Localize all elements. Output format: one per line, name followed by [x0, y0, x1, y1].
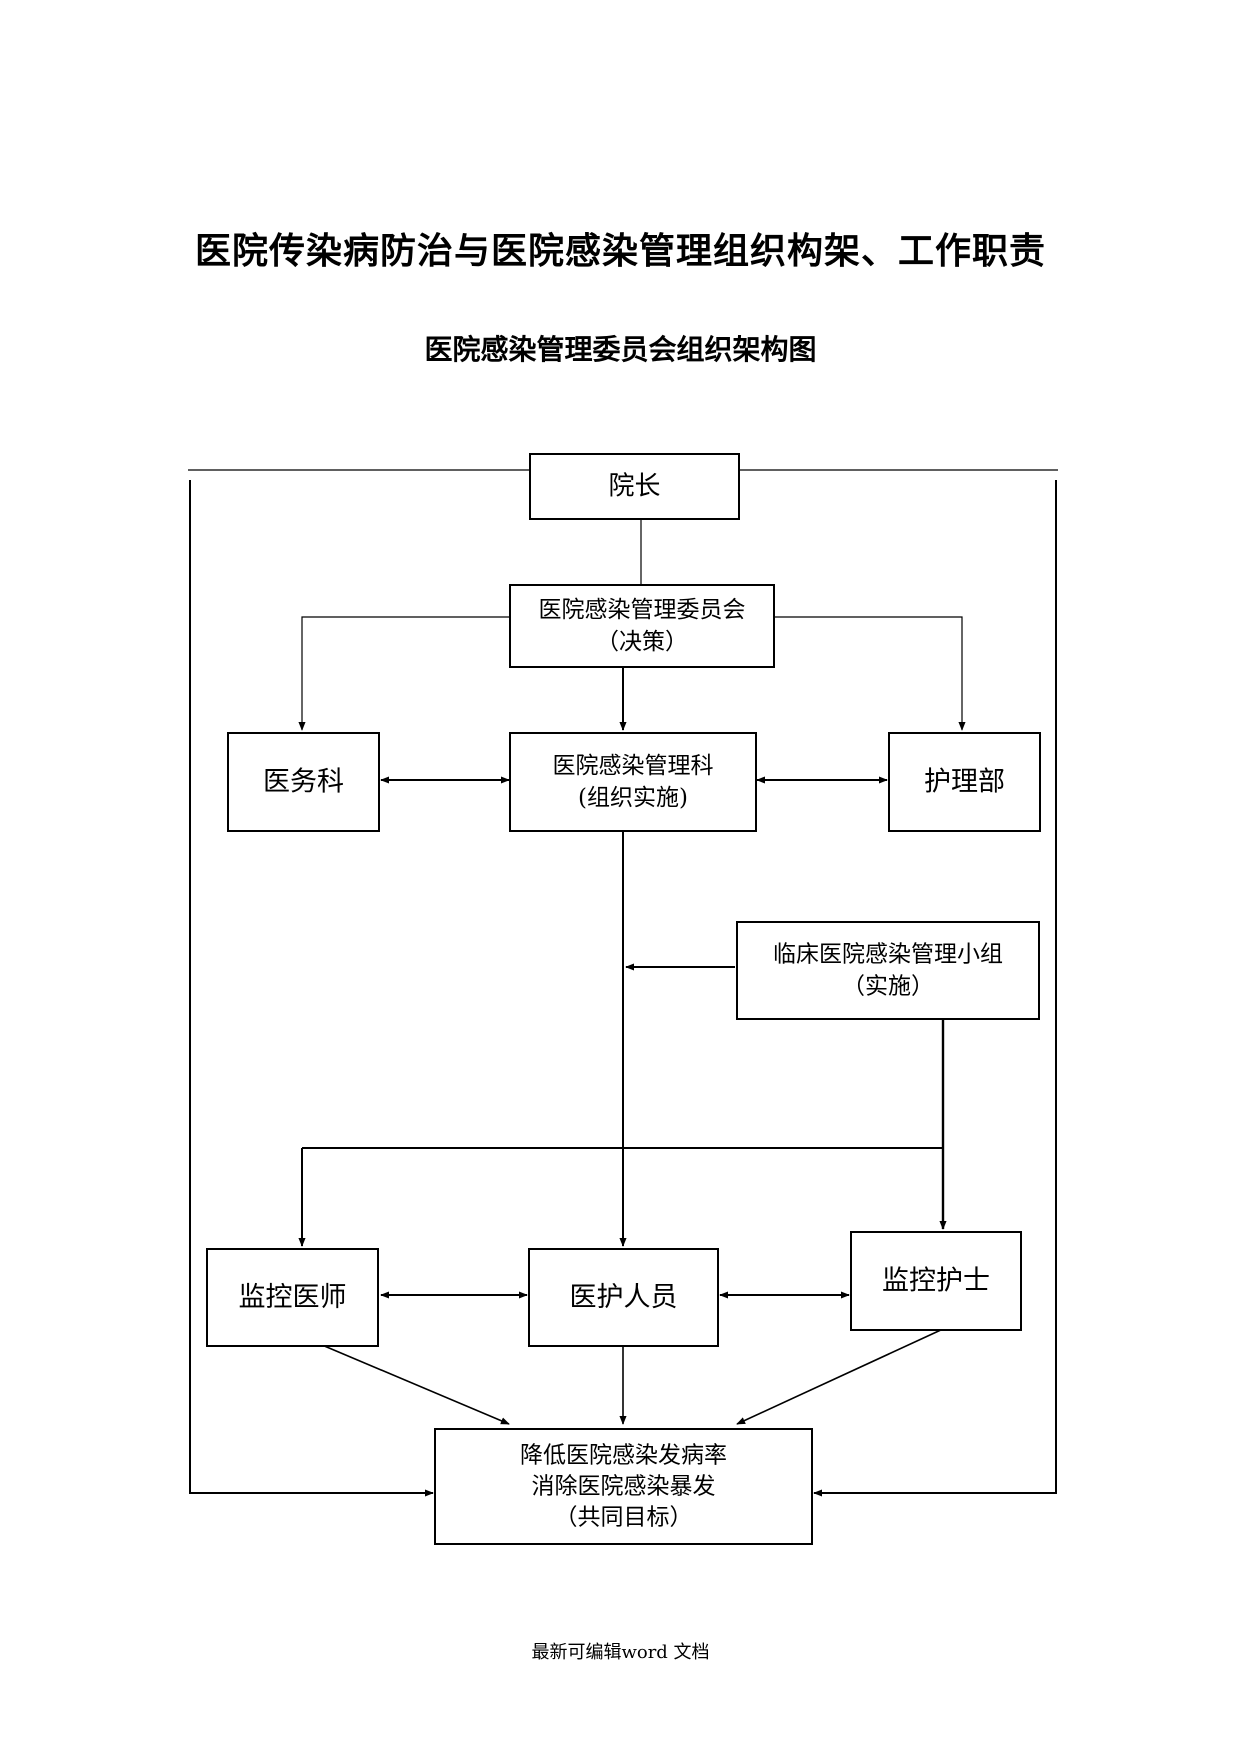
node-box — [850, 1231, 1022, 1331]
node-label: 院长 — [608, 472, 660, 502]
node-box — [529, 453, 740, 520]
node-box — [206, 1248, 379, 1347]
node-committee: 医院感染管理委员会 （决策） — [509, 584, 775, 668]
node-box — [736, 921, 1040, 1020]
connector-lines — [188, 469, 1058, 1497]
doctor-to-goal — [321, 1344, 510, 1425]
node-label: 消除医院感染暴发 — [532, 1474, 716, 1500]
node-box — [888, 732, 1041, 832]
node-monitor-nurse: 监控护士 — [850, 1231, 1022, 1331]
node-medical-affairs: 医务科 — [227, 732, 380, 832]
page-title: 医院传染病防治与医院感染管理组织构架、工作职责 — [194, 230, 1046, 272]
footer-note: 最新可编辑word 文档 — [531, 1642, 710, 1663]
node-box — [227, 732, 380, 832]
diagram-title: 医院感染管理委员会组织架构图 — [424, 333, 817, 366]
node-label: 医护人员 — [570, 1282, 678, 1313]
frame-right-arrow — [813, 480, 1057, 1497]
node-label: （决策） — [596, 629, 688, 655]
node-label: 降低医院感染发病率 — [520, 1443, 727, 1469]
node-medical-staff: 医护人员 — [528, 1248, 719, 1347]
node-box — [509, 732, 757, 832]
node-infection-dept: 医院感染管理科 (组织实施) — [509, 732, 757, 832]
node-label: 医院感染管理科 — [553, 753, 714, 779]
node-label: 医务科 — [263, 767, 344, 798]
node-label: （共同目标） — [555, 1505, 693, 1531]
node-label: 护理部 — [924, 767, 1005, 798]
node-president: 院长 — [529, 453, 740, 520]
node-box — [509, 584, 775, 668]
node-label: 监控护士 — [882, 1266, 990, 1297]
node-clinical-group: 临床医院感染管理小组 （实施） — [736, 921, 1040, 1020]
committee-to-nursing — [772, 616, 966, 731]
node-monitor-doctor: 监控医师 — [206, 1248, 379, 1347]
node-label: 临床医院感染管理小组 — [773, 942, 1003, 968]
node-label: (组织实施) — [578, 785, 688, 811]
node-label: （实施） — [842, 974, 934, 1000]
nurse-to-goal — [736, 1328, 944, 1425]
node-box — [528, 1248, 719, 1347]
committee-to-medical-affairs — [298, 616, 510, 731]
node-box — [434, 1428, 813, 1545]
node-label: 监控医师 — [239, 1282, 347, 1313]
node-nursing-dept: 护理部 — [888, 732, 1041, 832]
frame-left-arrow — [189, 480, 434, 1497]
node-label: 医院感染管理委员会 — [539, 597, 746, 623]
